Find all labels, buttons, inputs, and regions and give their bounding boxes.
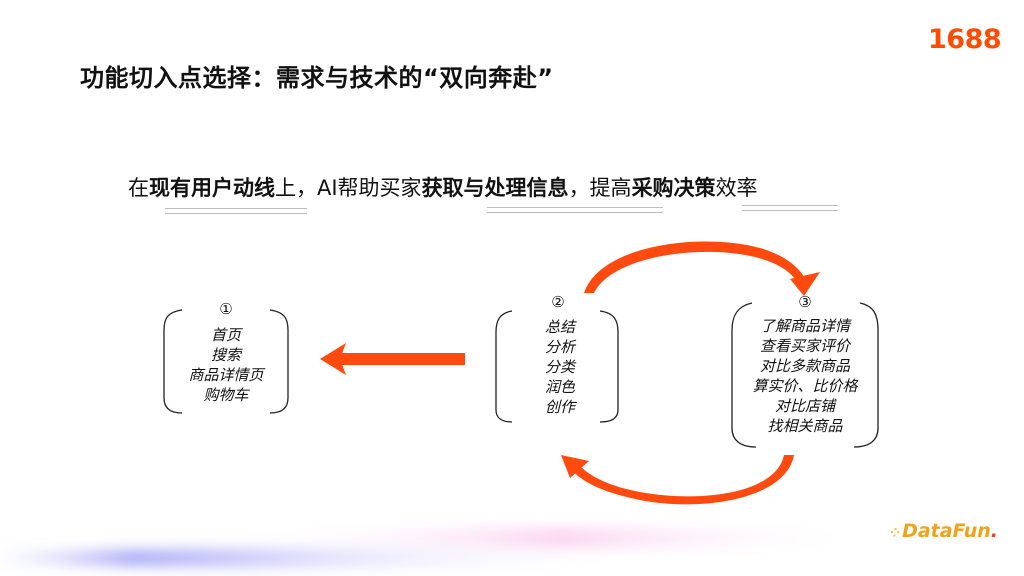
subtitle-emphasis: 采购决策 <box>631 176 716 200</box>
list-item: 算实价、比价格 <box>752 377 858 395</box>
list-item: 商品详情页 <box>188 366 264 384</box>
brand-logo-1688: 1688 <box>928 24 1002 55</box>
page-title: 功能切入点选择：需求与技术的“双向奔赴” <box>80 64 554 92</box>
subtitle-part: 在 <box>128 176 149 200</box>
list-item: 搜索 <box>210 346 241 364</box>
subtitle-emphasis: 获取与处理信息 <box>421 176 569 200</box>
list-item: 购物车 <box>203 386 249 404</box>
list-item: 总结 <box>544 318 575 336</box>
dots-icon: ⁘ <box>890 526 901 540</box>
node-1-number: ① <box>219 300 233 318</box>
datafun-dot: . <box>990 520 998 542</box>
list-item: 了解商品详情 <box>759 317 850 335</box>
list-item: 首页 <box>210 326 241 344</box>
underline-decoration <box>742 205 838 211</box>
node-2-number: ② <box>551 293 565 311</box>
list-item: 润色 <box>544 378 575 396</box>
bracket-node-3 <box>731 302 879 448</box>
subtitle-part: 效率 <box>715 176 758 200</box>
node-3-number: ③ <box>798 293 812 311</box>
node-3-list: 了解商品详情 查看买家评价 对比多款商品 算实价、比价格 对比店铺 找相关商品 <box>735 316 875 436</box>
list-item: 分类 <box>544 358 575 376</box>
bracket-node-1 <box>163 309 289 414</box>
underline-decoration <box>165 208 307 214</box>
subtitle-part: ，提高 <box>568 176 632 200</box>
subtitle-part: 上，AI帮助买家 <box>275 176 422 200</box>
underline-decoration <box>487 207 663 213</box>
subtitle-emphasis: 现有用户动线 <box>149 176 275 200</box>
node-1-list: 首页 搜索 商品详情页 购物车 <box>170 325 282 405</box>
decorative-gradient-wave <box>0 528 890 567</box>
list-item: 分析 <box>544 338 575 356</box>
subtitle: 在现有用户动线上，AI帮助买家获取与处理信息，提高采购决策效率 <box>128 172 758 202</box>
list-item: 查看买家评价 <box>759 337 850 355</box>
bracket-node-2 <box>495 310 619 423</box>
list-item: 对比多款商品 <box>759 357 850 375</box>
list-item: 对比店铺 <box>774 397 835 415</box>
curved-arrow-bottom-icon <box>561 455 794 505</box>
node-2-list: 总结 分析 分类 润色 创作 <box>510 317 610 417</box>
curved-arrow-top-icon <box>584 241 820 296</box>
datafun-logo: ⁘DataFun. <box>890 520 998 542</box>
left-arrow-icon <box>320 343 465 375</box>
list-item: 找相关商品 <box>767 417 843 435</box>
list-item: 创作 <box>544 398 575 416</box>
datafun-text: DataFun <box>902 520 991 542</box>
